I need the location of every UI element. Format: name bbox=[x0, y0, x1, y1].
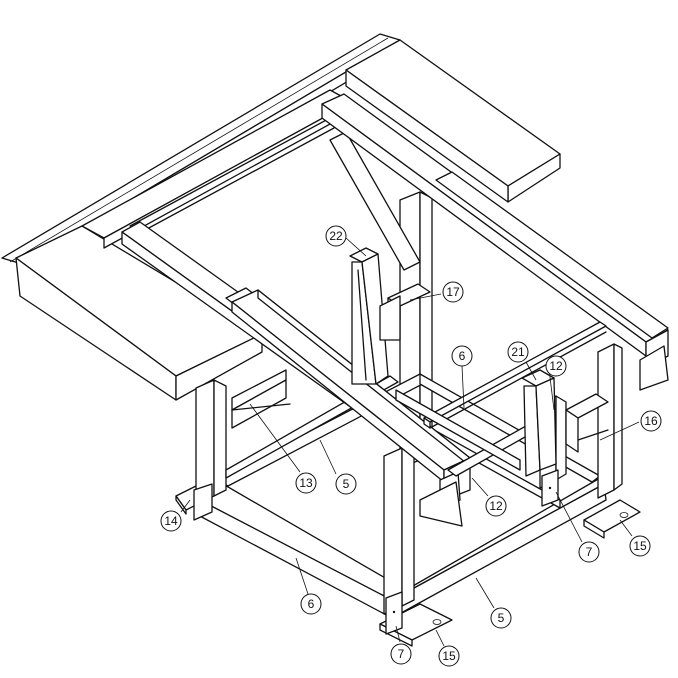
right-main-arm bbox=[321, 93, 669, 391]
callout-7-right: 7 bbox=[578, 541, 600, 563]
callout-16: 16 bbox=[640, 410, 662, 432]
svg-text:5: 5 bbox=[343, 477, 350, 491]
post-21 bbox=[521, 369, 557, 477]
callout-15-bottom: 15 bbox=[438, 645, 460, 667]
right-platform-plate bbox=[345, 39, 561, 203]
callout-15-right: 15 bbox=[629, 535, 651, 557]
svg-text:15: 15 bbox=[633, 539, 647, 553]
callout-21: 21 bbox=[507, 341, 529, 363]
brace-16 bbox=[565, 393, 609, 453]
callout-12-right: 12 bbox=[545, 355, 567, 377]
svg-text:16: 16 bbox=[644, 414, 658, 428]
svg-text:12: 12 bbox=[489, 499, 503, 513]
inner-cross-beams bbox=[395, 389, 549, 477]
bracket-17 bbox=[379, 283, 431, 341]
svg-text:22: 22 bbox=[329, 229, 343, 243]
svg-text:17: 17 bbox=[446, 285, 460, 299]
rear-column bbox=[329, 131, 433, 469]
svg-text:13: 13 bbox=[299, 476, 313, 490]
callout-7-bottom: 7 bbox=[390, 643, 412, 665]
svg-text:12: 12 bbox=[549, 359, 563, 373]
svg-text:7: 7 bbox=[398, 647, 405, 661]
callout-12-front: 12 bbox=[485, 495, 507, 517]
callout-17: 17 bbox=[442, 281, 464, 303]
callout-14: 14 bbox=[160, 510, 182, 532]
svg-text:5: 5 bbox=[498, 611, 505, 625]
cross-tube bbox=[423, 321, 607, 429]
callout-6-top: 6 bbox=[451, 345, 473, 367]
svg-text:7: 7 bbox=[586, 545, 593, 559]
callout-5-bottom: 5 bbox=[490, 607, 512, 629]
front-center-column bbox=[383, 447, 415, 635]
front-left-column bbox=[193, 379, 227, 521]
svg-text:21: 21 bbox=[511, 345, 525, 359]
svg-text:6: 6 bbox=[308, 597, 315, 611]
callout-5-mid: 5 bbox=[335, 473, 357, 495]
callout-6-bottom: 6 bbox=[300, 593, 322, 615]
svg-text:14: 14 bbox=[164, 514, 178, 528]
callout-13: 13 bbox=[295, 472, 317, 494]
inner-rear-frame bbox=[81, 89, 353, 249]
leader-lines bbox=[180, 237, 640, 647]
right-columns bbox=[539, 343, 623, 507]
svg-text:6: 6 bbox=[459, 349, 466, 363]
svg-text:15: 15 bbox=[442, 649, 456, 663]
callout-22: 22 bbox=[325, 225, 347, 247]
